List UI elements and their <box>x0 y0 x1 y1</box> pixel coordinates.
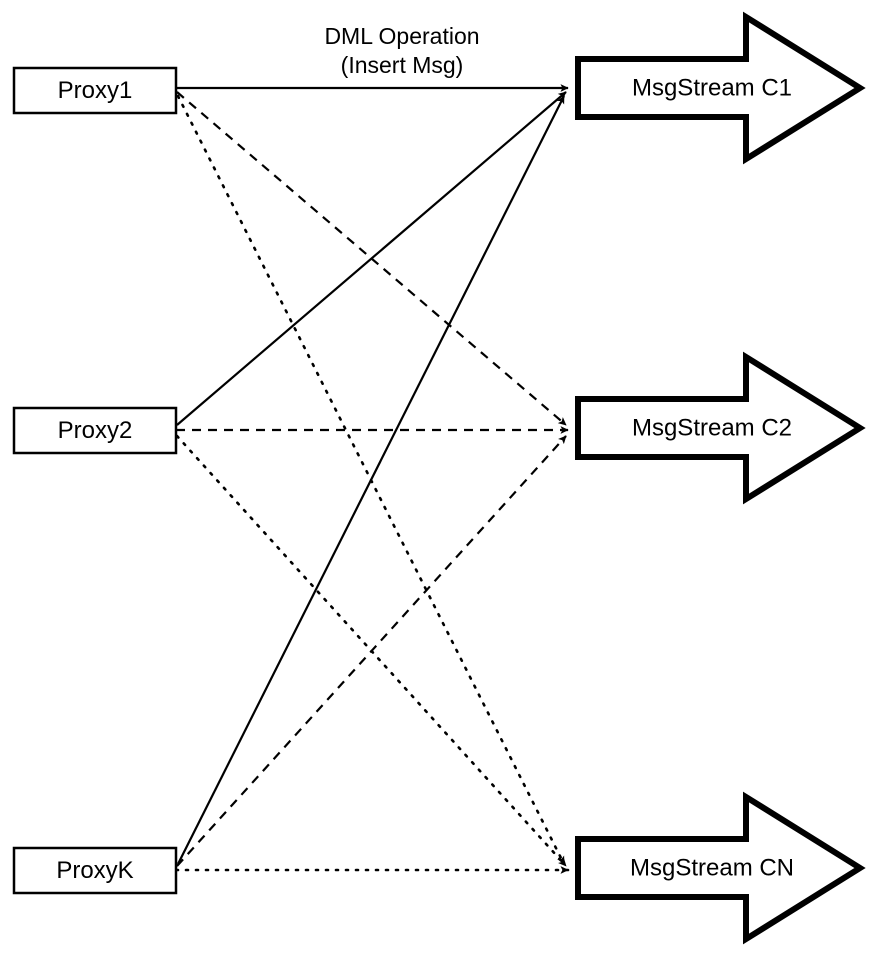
msgstream-node-cn[interactable]: MsgStream CN <box>575 791 866 945</box>
connection-proxyk-to-c2 <box>176 435 567 867</box>
connections-group <box>174 84 570 874</box>
msgstream-c2-label: MsgStream C2 <box>632 414 792 441</box>
msgstream-c1-label: MsgStream C1 <box>632 74 792 101</box>
proxyk-label: ProxyK <box>56 857 133 884</box>
msgstream-cn-arrow-shape[interactable] <box>575 791 866 945</box>
proxy-node-proxy1[interactable]: Proxy1 <box>12 66 178 115</box>
msgstream-node-c1[interactable]: MsgStream C1 <box>575 11 866 165</box>
proxy1-label: Proxy1 <box>58 77 133 104</box>
msgstream-c2-arrow-shape[interactable] <box>575 351 866 505</box>
msgstream-c1-arrow-shape[interactable] <box>575 11 866 165</box>
proxy-node-proxy2[interactable]: Proxy2 <box>12 406 178 455</box>
edge-label-line2: (Insert Msg) <box>341 52 464 78</box>
msgstream-cn-label: MsgStream CN <box>630 854 794 881</box>
proxy2-box[interactable] <box>12 406 178 455</box>
proxyk-box[interactable] <box>12 846 178 895</box>
proxy2-label: Proxy2 <box>58 417 133 444</box>
msgstream-node-c2[interactable]: MsgStream C2 <box>575 351 866 505</box>
proxy1-box[interactable] <box>12 66 178 115</box>
edge-label-dml-operation: DML Operation (Insert Msg) <box>324 23 479 78</box>
proxy-node-proxyk[interactable]: ProxyK <box>12 846 178 895</box>
connection-proxy2-to-c1 <box>176 91 567 426</box>
edge-label-line1: DML Operation <box>324 23 479 49</box>
connection-proxyk-to-c1 <box>177 95 565 865</box>
